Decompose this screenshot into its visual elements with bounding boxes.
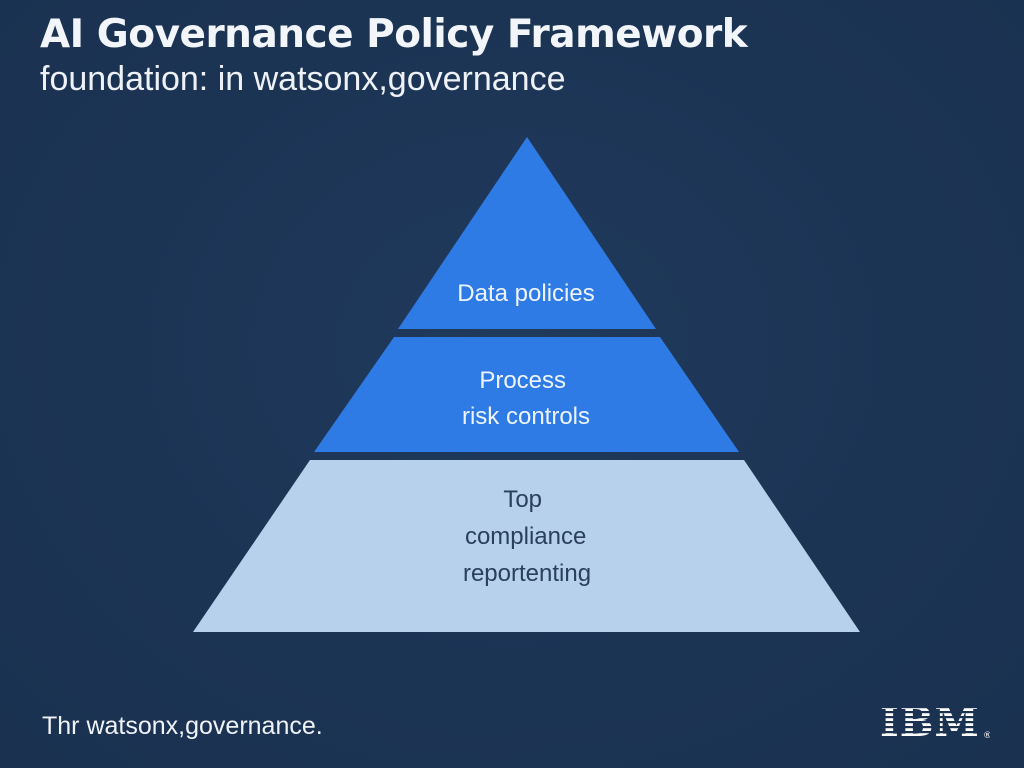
footer-text: Thr watsonx,governance. [42, 712, 323, 740]
tier-label-line: Top [503, 486, 542, 513]
tier-label-line: Process [479, 367, 566, 394]
tier-label-compliance-reporting: Top compliance reportenting [463, 486, 593, 587]
pyramid-tier-compliance-reporting [193, 460, 860, 632]
tier-label-data-policies: Data policies [457, 280, 594, 307]
registered-mark: ® [983, 731, 990, 741]
tier-label-line: Data policies [457, 280, 594, 307]
pyramid-tier-data-policies [398, 137, 656, 329]
ibm-logo-wordmark: IBM [880, 699, 980, 742]
slide-title: AI Governance Policy Framework [40, 12, 748, 57]
tier-label-risk-controls: Process risk controls [462, 367, 590, 430]
ibm-logo: IBM ® [880, 699, 990, 742]
tier-label-line: reportenting [463, 560, 591, 587]
tier-label-line: risk controls [462, 403, 590, 430]
tier-label-line: compliance [465, 523, 586, 550]
pyramid-tier-risk-controls [314, 337, 739, 452]
slide-subtitle: foundation: in watsonx,governance [40, 60, 566, 98]
